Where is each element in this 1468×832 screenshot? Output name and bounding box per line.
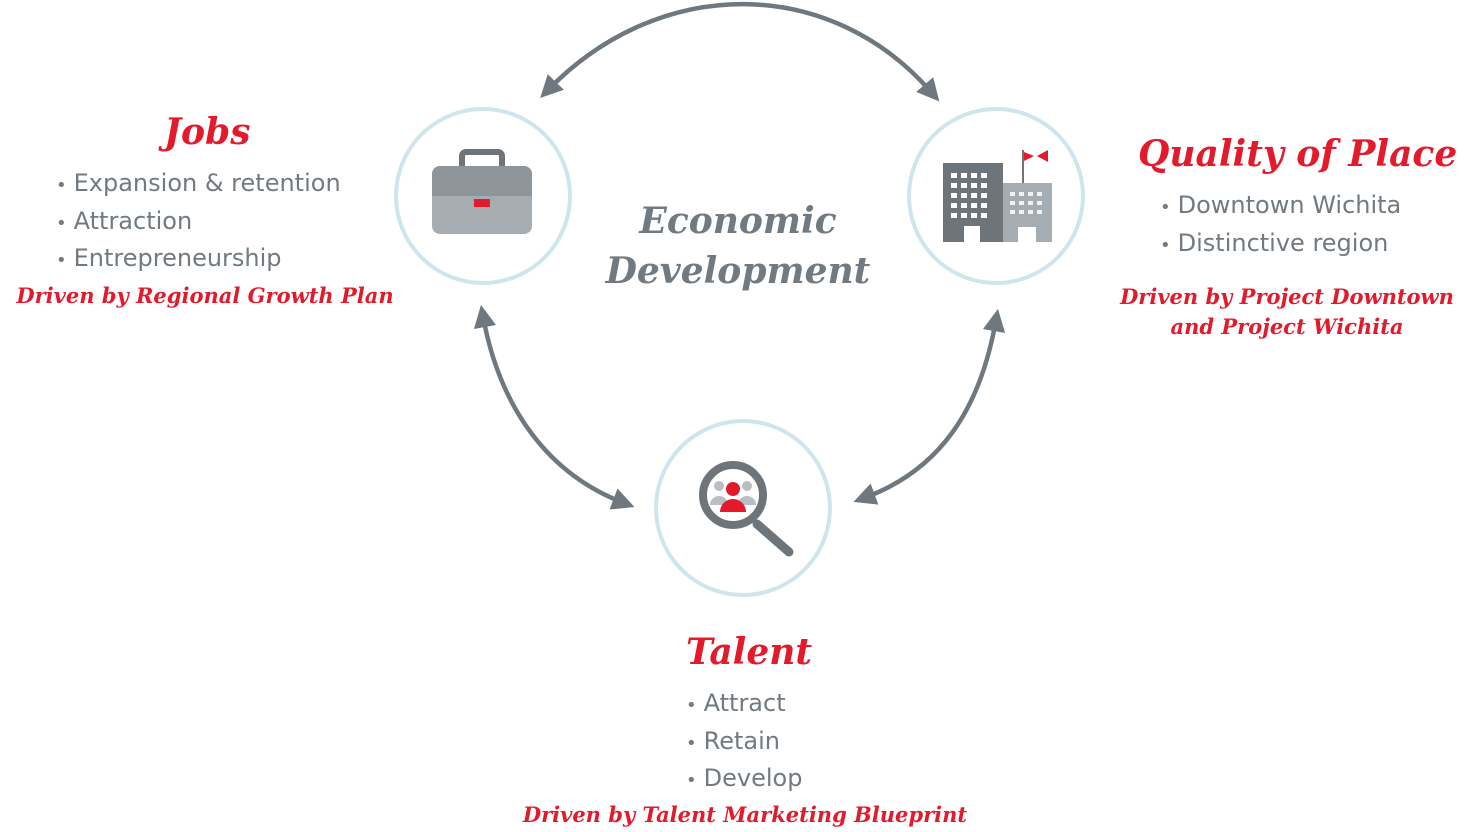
jobs-heading: Jobs	[164, 111, 251, 153]
list-item: Develop	[686, 761, 803, 799]
quality-heading: Quality of Place	[1138, 133, 1458, 175]
jobs-bullet-list: Expansion & retention Attraction Entrepr…	[56, 166, 341, 279]
list-item: Downtown Wichita	[1160, 188, 1402, 226]
talent-bullet-list: Attract Retain Develop	[686, 686, 803, 799]
center-title: Economic Development	[588, 196, 888, 296]
list-item: Attraction	[56, 204, 341, 242]
list-item: Entrepreneurship	[56, 241, 341, 279]
jobs-driven-by: Driven by Regional Growth Plan	[16, 283, 394, 308]
center-title-line1: Economic	[639, 200, 837, 242]
briefcase-icon	[432, 149, 532, 234]
talent-heading: Talent	[686, 631, 813, 673]
buildings-icon	[943, 150, 1052, 242]
list-item: Retain	[686, 724, 802, 762]
list-item: Attract	[686, 686, 802, 724]
quality-driven-line2: and Project Wichita	[1170, 314, 1404, 339]
magnifier-people-icon	[699, 461, 794, 557]
quality-driven-line1: Driven by Project Downtown	[1120, 284, 1454, 309]
list-item: Expansion & retention	[56, 166, 341, 204]
quality-driven-by: Driven by Project Downtown and Project W…	[1108, 282, 1466, 342]
quality-bullet-list: Downtown Wichita Distinctive region	[1160, 188, 1402, 264]
arrow-jobs-talent	[473, 304, 635, 510]
arrow-jobs-quality	[540, 1, 940, 102]
list-item: Distinctive region	[1160, 226, 1401, 264]
center-title-line2: Development	[605, 250, 871, 292]
arrow-quality-talent	[853, 308, 1006, 505]
talent-driven-by: Driven by Talent Marketing Blueprint	[522, 802, 968, 827]
